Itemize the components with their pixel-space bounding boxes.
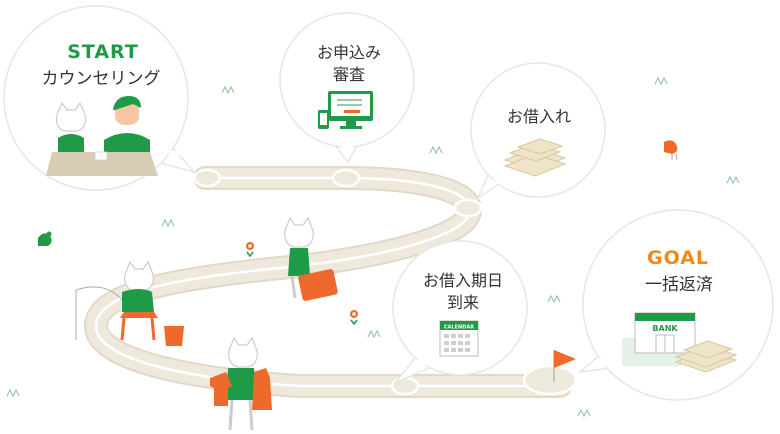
computer-icon (318, 91, 373, 129)
calendar-label: CALENDAR (444, 325, 474, 331)
step-apply-bubble: お申込み 審査 (279, 12, 415, 164)
bank-icon: BANK (622, 312, 696, 366)
goal-flag-icon (553, 350, 576, 382)
apply-label-line1: お申込み (317, 43, 381, 62)
flower-icon (246, 242, 254, 258)
cat-counselor-illustration (46, 96, 158, 176)
money-stack-icon (674, 340, 738, 373)
step-borrow-bubble: お借入れ (470, 62, 606, 201)
flower-icon (350, 310, 358, 326)
grass-decorations (6, 76, 740, 418)
goal-title: GOAL (647, 247, 709, 269)
start-label: カウンセリング (42, 69, 161, 89)
due-label-line2: 到来 (447, 293, 479, 312)
step-goal-bubble: GOAL 一括返済 BANK (577, 209, 774, 401)
step-start-bubble: START カウンセリング (3, 5, 197, 191)
path-stones (192, 168, 578, 396)
borrow-label: お借入れ (507, 107, 571, 126)
cat-shopping-illustration (210, 336, 272, 431)
goal-label: 一括返済 (645, 275, 713, 295)
money-stack-icon (503, 138, 567, 177)
due-label-line1: お借入期日 (423, 271, 503, 290)
bird-icon (664, 140, 678, 161)
calendar-icon: CALENDAR (439, 320, 479, 357)
winding-road (84, 166, 572, 398)
cat-fishing-illustration (75, 260, 184, 346)
step-due-bubble: お借入期日 到来 CALENDAR (392, 240, 528, 384)
bank-label: BANK (652, 324, 678, 333)
apply-label-line2: 審査 (333, 65, 365, 84)
cat-suitcase-illustration (284, 216, 338, 301)
start-title: START (67, 41, 139, 63)
bird-icon (38, 231, 52, 246)
